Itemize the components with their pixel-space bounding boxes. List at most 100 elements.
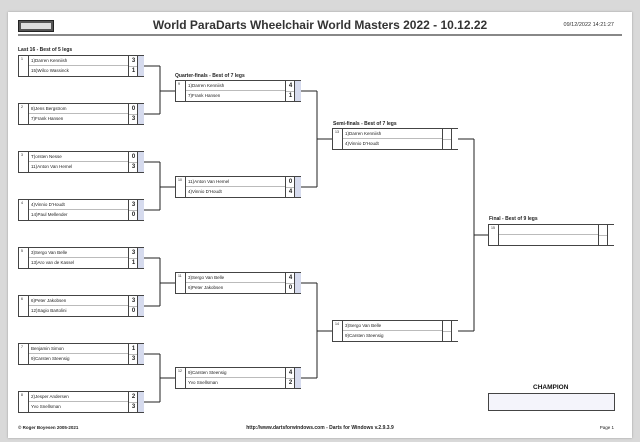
player-score: 0 <box>131 212 136 218</box>
champion-label: CHAMPION <box>533 384 569 391</box>
player-name: 9)Carsten Steensig <box>345 333 384 338</box>
player-name: 4)Vinnio D'Houdt <box>188 189 222 194</box>
player-score: 3 <box>131 356 136 362</box>
match-number: 2 <box>19 104 29 124</box>
player-name: Benjamin Simon <box>29 344 128 354</box>
player-name: 11)Anton Van Hemel <box>31 164 73 169</box>
player-name: 6)Peter Jakobsen <box>29 296 128 306</box>
footer-url: http://www.dartsforwindows.com - Darts f… <box>246 425 394 431</box>
player-score: 4 <box>286 273 295 284</box>
round-label-semis: Semi-finals - Best of 7 legs <box>333 121 397 127</box>
player-score: 3 <box>131 116 136 122</box>
player-score: 4 <box>286 368 295 379</box>
match-number: 9 <box>176 81 186 101</box>
player-score: 2 <box>129 392 138 403</box>
player-score: 0 <box>129 104 138 115</box>
player-score: 2 <box>288 380 293 386</box>
match-number: 10 <box>176 177 186 197</box>
player-name <box>499 225 598 235</box>
player-name: 12)Sagio Bartolini <box>31 308 67 313</box>
player-score: 3 <box>131 404 136 410</box>
player-score: 0 <box>131 308 136 314</box>
player-name: 1)Darren Kenniish <box>29 56 128 66</box>
match-number: 8 <box>19 392 29 412</box>
match-number: 12 <box>176 368 186 388</box>
champion-box <box>488 393 615 411</box>
player-name: 7)Frank Hansen <box>188 93 221 98</box>
player-score: 3 <box>131 164 136 170</box>
match-box: 10 11)Anton Van Hemel 4)Vinnio D'Houdt 0… <box>175 176 301 198</box>
match-number: 11 <box>176 273 186 293</box>
footer-page: Page 1 <box>599 425 614 430</box>
match-number: 3 <box>19 152 29 172</box>
match-number: 13 <box>333 129 343 149</box>
match-number: 6 <box>19 296 29 316</box>
player-name: 8)Jens Bergstrom <box>29 104 128 114</box>
match-number: 14 <box>333 321 343 341</box>
player-name: 3)Sergo Van Belle <box>186 273 285 283</box>
match-number: 7 <box>19 344 29 364</box>
player-name: 7)Frank Hansen <box>31 116 64 121</box>
round-label-quarters: Quarter-finals - Best of 7 legs <box>175 73 245 79</box>
player-score: 1 <box>131 68 136 74</box>
print-date: 09/12/2022 14:21:27 <box>563 22 614 28</box>
player-name: 6)Peter Jakobsen <box>188 285 224 290</box>
app-logo-icon <box>18 20 54 32</box>
player-score: 0 <box>288 285 293 291</box>
match-box: 14 3)Sergo Van Belle 9)Carsten Steensig <box>332 320 458 342</box>
match-number: 4 <box>19 200 29 220</box>
player-score <box>443 129 452 140</box>
header-bar: World ParaDarts Wheelchair World Masters… <box>18 18 622 36</box>
match-box: 13 1)Darren Kenniish 4)Vinnio D'Houdt <box>332 128 458 150</box>
player-name: 3)Sergo Van Belle <box>343 321 442 331</box>
player-name: Yvo Snellsman <box>31 404 61 409</box>
player-name: 4)Vinnio D'Houdt <box>345 141 379 146</box>
player-score: 4 <box>288 189 293 195</box>
match-box: 5 3)Sergo Van Belle 13)Aro van de Kassel… <box>18 247 144 269</box>
player-name: 14)Paul Mellender <box>31 212 68 217</box>
player-name: 9)Carsten Steensig <box>186 368 285 378</box>
player-score <box>443 321 452 332</box>
player-score: 1 <box>131 260 136 266</box>
match-number: 5 <box>19 248 29 268</box>
player-name <box>499 235 598 245</box>
footer-copyright: © Roger Boyesen 2005-2021 <box>18 425 79 430</box>
player-name: 15)Wilco Wassinck <box>31 68 69 73</box>
match-box: 15 <box>488 224 614 246</box>
player-score: 1 <box>129 344 138 355</box>
player-score: 3 <box>129 248 138 259</box>
player-name: 9)Carsten Steensig <box>31 356 70 361</box>
match-number: 15 <box>489 225 499 245</box>
match-number: 1 <box>19 56 29 76</box>
player-score: 3 <box>129 200 138 211</box>
player-name: 1)Darren Kenniish <box>343 129 442 139</box>
page-title: World ParaDarts Wheelchair World Masters… <box>152 18 488 32</box>
player-score: 3 <box>129 56 138 67</box>
player-name: 3)Sergo Van Belle <box>29 248 128 258</box>
player-score: 3 <box>129 296 138 307</box>
player-name: 11)Anton Van Hemel <box>186 177 285 187</box>
player-score <box>599 225 608 236</box>
player-score: 1 <box>288 93 293 99</box>
player-name: 4)Vinnio D'Houdt <box>29 200 128 210</box>
player-score: 0 <box>286 177 295 188</box>
player-name: 13)Aro van de Kassel <box>31 260 75 265</box>
round-label-last16: Last 16 - Best of 5 legs <box>18 47 73 53</box>
player-name: Yvo Snellsman <box>188 380 218 385</box>
player-name: 1)Darren Kenniish <box>186 81 285 91</box>
round-label-final: Final - Best of 9 legs <box>489 216 538 222</box>
player-name: T)orsten Nessе <box>29 152 128 162</box>
player-score: 0 <box>129 152 138 163</box>
player-score: 4 <box>286 81 295 92</box>
player-name: 2)Jesper Andersen <box>29 392 128 402</box>
